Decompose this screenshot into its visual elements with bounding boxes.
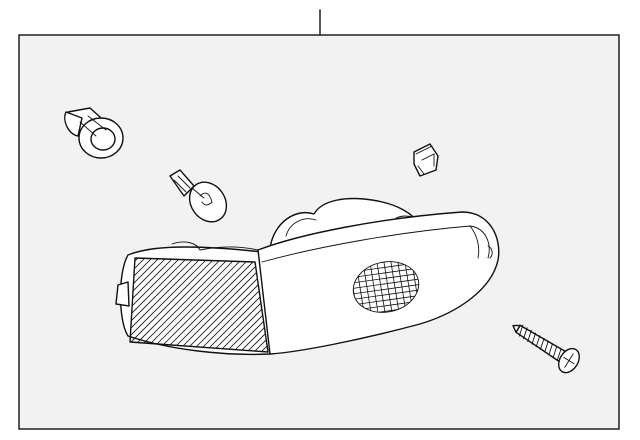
screw-icon xyxy=(512,324,580,374)
bulb-socket-icon xyxy=(64,107,124,159)
clip-icon xyxy=(413,143,439,177)
bulb-icon xyxy=(169,169,228,223)
turn-signal-lamp-assembly-icon xyxy=(115,197,500,356)
